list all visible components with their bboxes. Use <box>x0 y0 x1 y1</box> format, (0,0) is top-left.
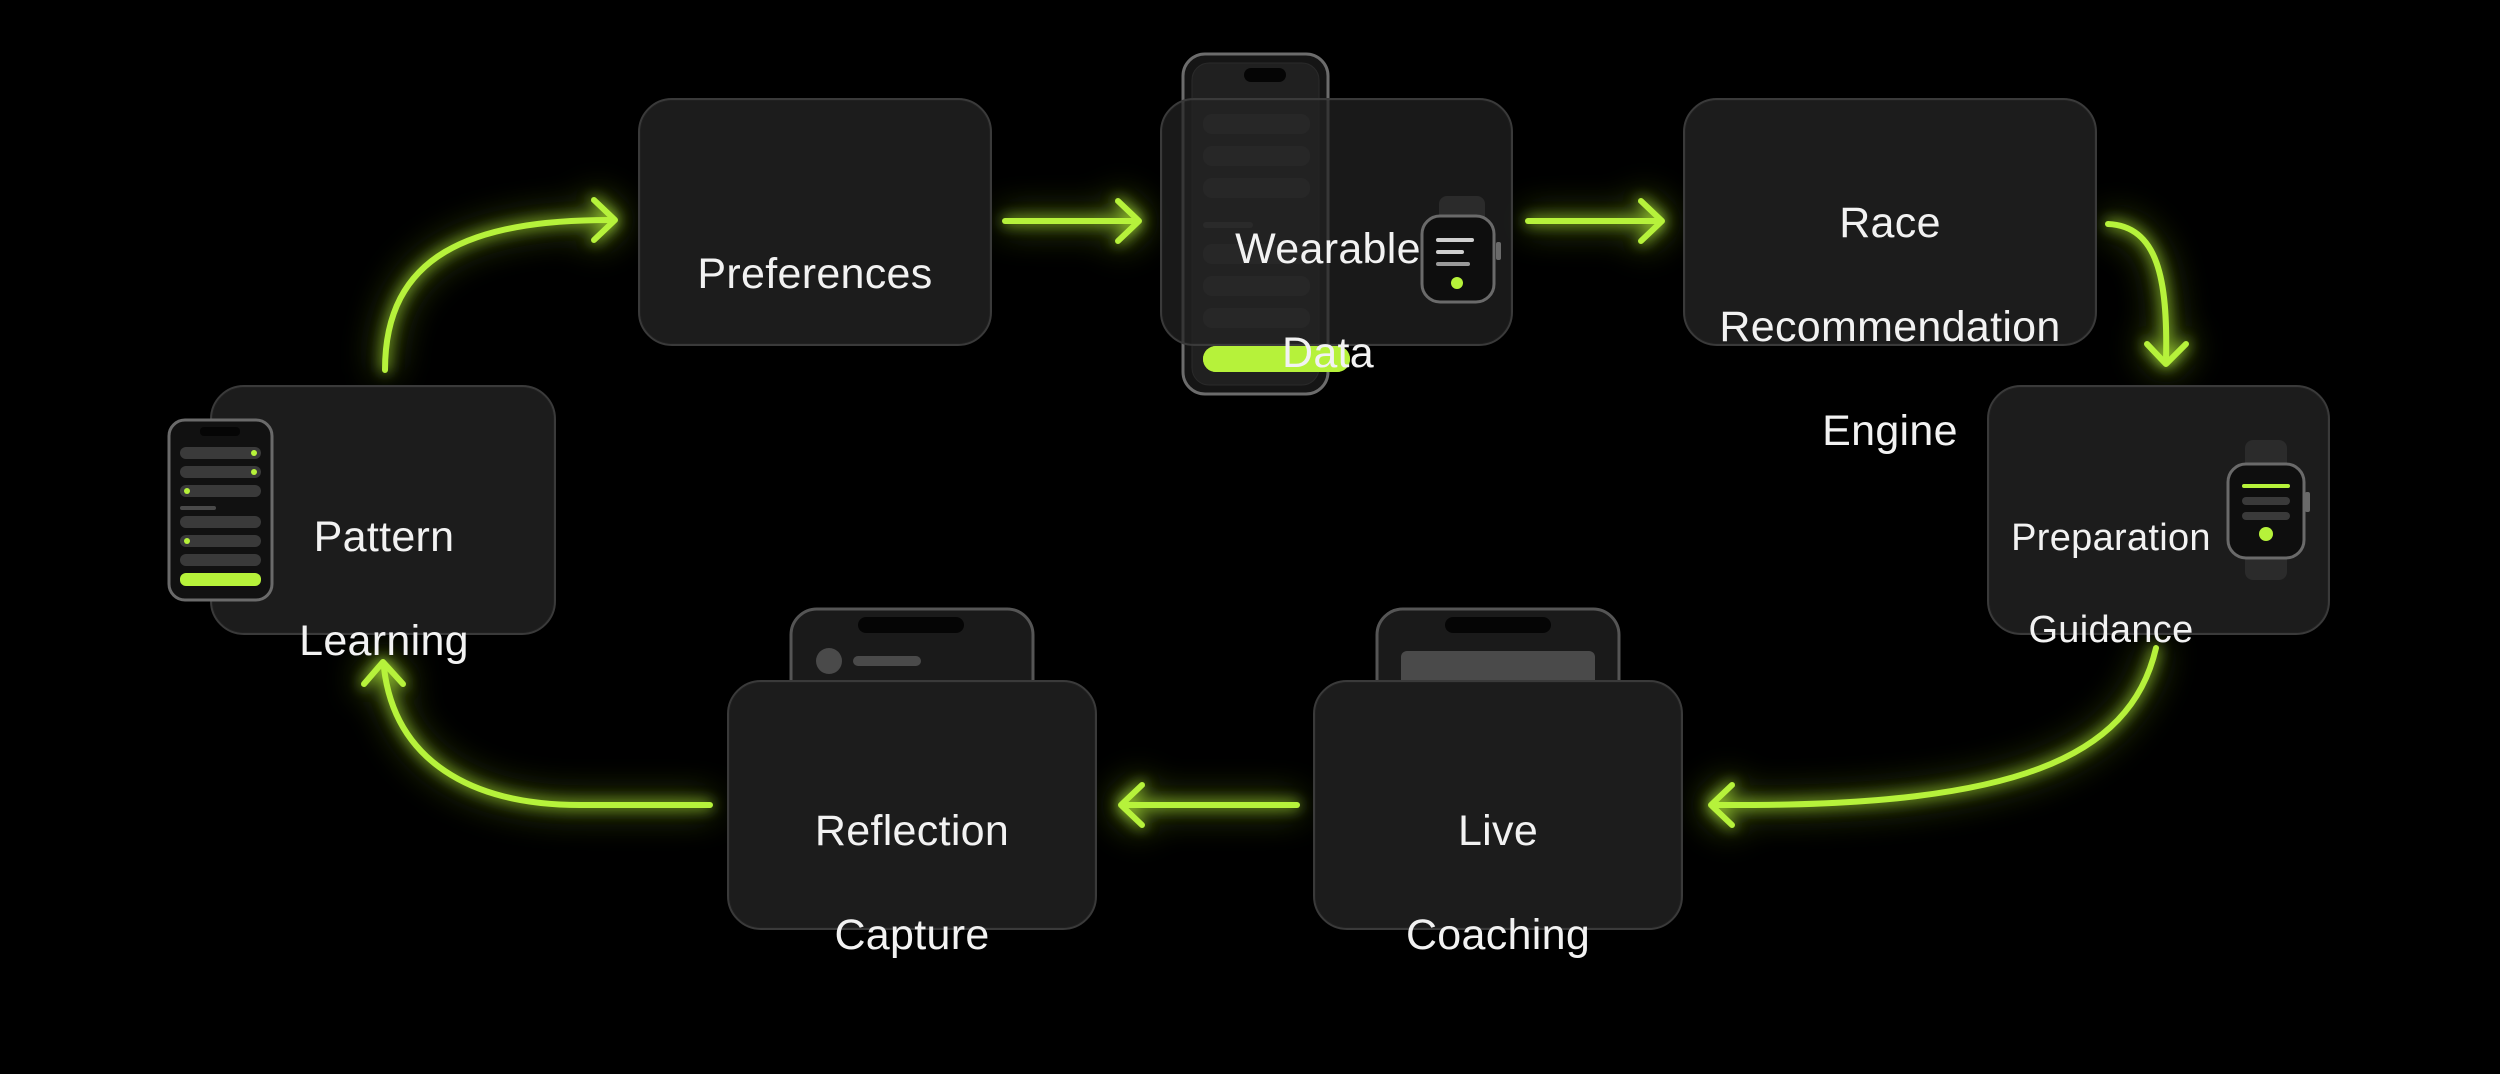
label-line: Data <box>1281 329 1375 377</box>
arrowhead-pattern-learning-to-preferences <box>591 197 618 243</box>
label-wearable-data: Wearable Data <box>1218 171 1438 431</box>
label-line: Capture <box>834 911 990 959</box>
arrowhead-race-engine-to-preparation-guidance <box>2144 341 2189 367</box>
label-line: Recommendation <box>1719 303 2061 351</box>
node-race-recommendation-engine <box>1683 98 2097 346</box>
arrow-reflection-capture-to-pattern-learning <box>381 665 713 808</box>
label-line: Learning <box>299 617 469 665</box>
arrowhead-preparation-guidance-to-live-coaching <box>1708 782 1735 828</box>
label-race-recommendation-engine: Race Recommendation Engine <box>1683 145 2097 509</box>
arrowhead-wearable-data-to-race-engine <box>1638 198 1665 244</box>
node-live-coaching <box>1313 680 1683 930</box>
label-line: Reflection <box>814 807 1010 855</box>
label-line: Preparation <box>2011 517 2211 559</box>
arrowhead-preferences-to-wearable-data <box>1115 198 1142 244</box>
label-line: Preferences <box>697 250 933 298</box>
label-line: Coaching <box>1405 911 1591 959</box>
label-line: Live <box>1457 807 1539 855</box>
arrow-race-engine-to-preparation-guidance <box>2105 221 2170 363</box>
arrowhead-reflection-capture-to-pattern-learning <box>361 659 406 687</box>
label-line: Race <box>1839 199 1941 247</box>
label-line: Engine <box>1822 407 1958 455</box>
label-line: Guidance <box>2028 609 2194 651</box>
label-live-coaching: Live Coaching <box>1313 753 1683 1013</box>
arrowhead-live-coaching-to-reflection-capture <box>1118 782 1145 828</box>
node-preferences <box>638 98 992 346</box>
phone-action-bar <box>1203 346 1350 372</box>
node-reflection-capture <box>727 680 1097 930</box>
label-line: Wearable <box>1235 225 1421 273</box>
label-preferences: Preferences <box>638 196 992 352</box>
label-reflection-capture: Reflection Capture <box>727 753 1097 1013</box>
phone-icon <box>167 418 274 602</box>
label-preparation-guidance: Preparation Guidance <box>1998 469 2224 699</box>
smartwatch-icon <box>1420 196 1501 304</box>
smartwatch-icon <box>2226 440 2310 580</box>
label-pattern-learning: Pattern Learning <box>280 459 488 719</box>
label-line: Pattern <box>313 513 455 561</box>
arrow-preparation-guidance-to-live-coaching <box>1712 645 2159 808</box>
arrow-pattern-learning-to-preferences <box>382 217 613 373</box>
